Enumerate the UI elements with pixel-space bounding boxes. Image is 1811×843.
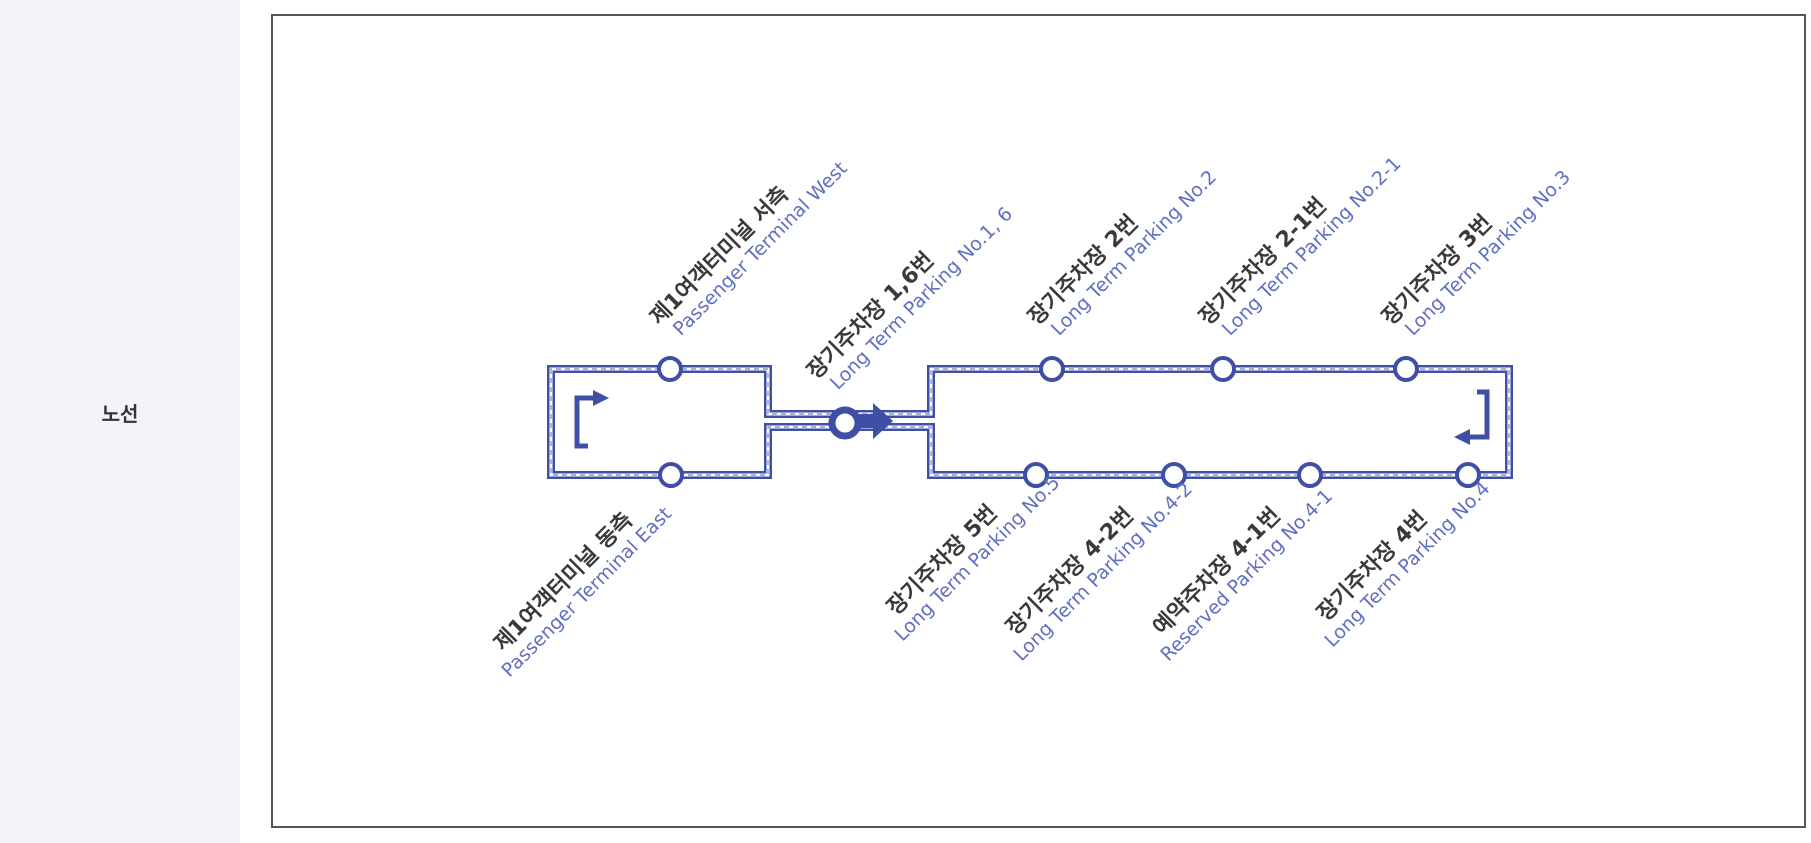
stop-name-en: Long Term Parking No.3 [1401, 166, 1575, 340]
stop-marker-parking-5 [1023, 462, 1049, 488]
stop-name-en: Passenger Terminal West [669, 157, 852, 340]
stop-name-en: Reserved Parking No.4-1 [1156, 485, 1337, 666]
turn-arrow-icon [574, 390, 609, 449]
stop-label-parking-2-1: 장기주차장 2-1번 Long Term Parking No.2-1 [1195, 153, 1406, 341]
route-map-frame [271, 14, 1806, 828]
stop-marker-parking-2 [1039, 356, 1065, 382]
stop-marker-reserved-4-1 [1297, 462, 1323, 488]
stop-label-terminal-west: 제1여객터미널 서측 Passenger Terminal West [646, 157, 852, 340]
stop-marker-parking-4 [1455, 462, 1481, 488]
route-line [547, 365, 1513, 479]
stop-marker-terminal-west [657, 356, 683, 382]
row-label-route: 노선 [101, 401, 139, 426]
stop-marker-parking-4-2 [1161, 462, 1187, 488]
stop-label-parking-4: 장기주차장 4번 Long Term Parking No.4 [1313, 478, 1495, 652]
stop-label-parking-2: 장기주차장 2번 Long Term Parking No.2 [1024, 166, 1221, 340]
return-arrow-icon [1454, 389, 1490, 445]
stop-markers [657, 356, 1481, 488]
stop-marker-parking-2-1 [1210, 356, 1236, 382]
start-arrow-icon [828, 403, 893, 440]
route-map: 제1여객터미널 서측 Passenger Terminal West 장기주차장… [490, 153, 1575, 682]
stop-name-en: Passenger Terminal East [497, 503, 676, 682]
stop-label-parking-3: 장기주차장 3번 Long Term Parking No.3 [1378, 166, 1575, 340]
stop-name-ko: 제1여객터미널 동측 [490, 508, 638, 656]
stop-name-en: Long Term Parking No.4 [1320, 478, 1494, 652]
stop-marker-parking-3 [1393, 356, 1419, 382]
stop-name-ko: 제1여객터미널 서측 [646, 182, 794, 330]
row-header-cell [0, 0, 240, 843]
stop-label-terminal-east: 제1여객터미널 동측 Passenger Terminal East [490, 503, 676, 682]
stop-marker-terminal-east [658, 462, 684, 488]
